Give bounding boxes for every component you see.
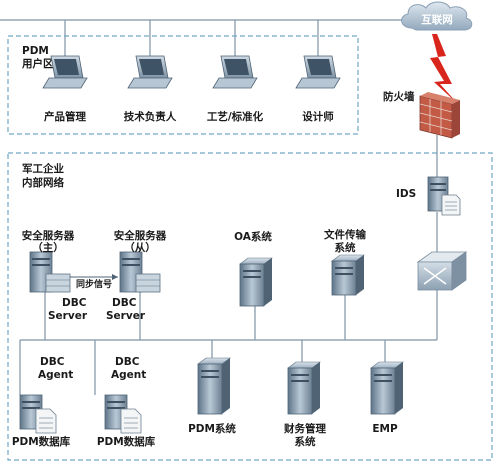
- connection-lines: [0, 19, 438, 395]
- sync-arrow-icon: [112, 274, 118, 280]
- pdm-database-2-icon: [104, 394, 142, 434]
- laptop-label: 设计师: [302, 110, 334, 123]
- laptop-icon: [295, 55, 341, 89]
- internet-label: 互联网: [421, 13, 453, 26]
- pdm-database-1-icon: [19, 394, 57, 434]
- security-server-main-label-2: （主）: [32, 241, 64, 254]
- emp-label: EMP: [372, 423, 398, 435]
- internal-zone-label-2: 内部网络: [22, 176, 64, 189]
- finance-server-icon: [287, 361, 321, 415]
- emp-server-icon: [370, 361, 404, 415]
- internet-cloud-icon: [401, 1, 473, 31]
- firewall-label: 防火墙: [383, 90, 415, 103]
- agent1-db-label: PDM数据库: [12, 435, 71, 448]
- security-server-backup-icon: [119, 251, 161, 293]
- agent2-db-label: PDM数据库: [97, 435, 156, 448]
- internal-network-zone-border: [7, 152, 493, 461]
- file-transfer-label-2: 系统: [335, 241, 356, 254]
- laptop-icon: [42, 55, 88, 89]
- security-server-main-sub-2: Server: [48, 310, 88, 322]
- laptop-icon: [127, 55, 173, 89]
- security-server-main-sub-1: DBC: [62, 297, 87, 309]
- finance-label-1: 财务管理: [283, 422, 326, 435]
- laptop-label: 工艺/标准化: [207, 110, 264, 123]
- laptop-label: 技术负责人: [124, 110, 177, 123]
- security-server-backup-label-1: 安全服务器: [114, 229, 167, 242]
- ids-label: IDS: [396, 188, 416, 200]
- file-transfer-server-icon: [331, 254, 365, 296]
- laptop-label: 产品管理: [44, 110, 86, 123]
- laptop-icon: [212, 55, 258, 89]
- security-server-backup-label-2: （从）: [124, 241, 156, 254]
- firewall-icon: [419, 92, 460, 139]
- security-server-backup-sub-1: DBC: [112, 297, 137, 309]
- security-server-main-label-1: 安全服务器: [22, 229, 75, 242]
- pdm-system-label: PDM系统: [188, 422, 236, 435]
- lightning-icon: [430, 34, 458, 104]
- agent1-label-1: DBC: [40, 356, 65, 368]
- file-transfer-label-1: 文件传输: [323, 228, 366, 241]
- user-zone-label-1: PDM: [22, 45, 49, 57]
- user-zone-label-2: 用户区: [21, 57, 54, 70]
- agent2-label-2: Agent: [111, 369, 146, 381]
- ids-server-icon: [427, 176, 461, 216]
- agent2-label-1: DBC: [115, 356, 140, 368]
- security-server-backup-sub-2: Server: [106, 310, 146, 322]
- switch-icon: [416, 251, 468, 291]
- agent1-label-2: Agent: [38, 369, 73, 381]
- internal-zone-label-1: 军工企业: [22, 162, 64, 175]
- finance-label-2: 系统: [295, 435, 316, 448]
- security-server-main-icon: [29, 251, 71, 293]
- oa-system-label: OA系统: [234, 230, 272, 243]
- oa-system-server-icon: [239, 257, 273, 307]
- pdm-system-server-icon: [197, 357, 231, 415]
- sync-signal-label: 同步信号: [76, 278, 112, 290]
